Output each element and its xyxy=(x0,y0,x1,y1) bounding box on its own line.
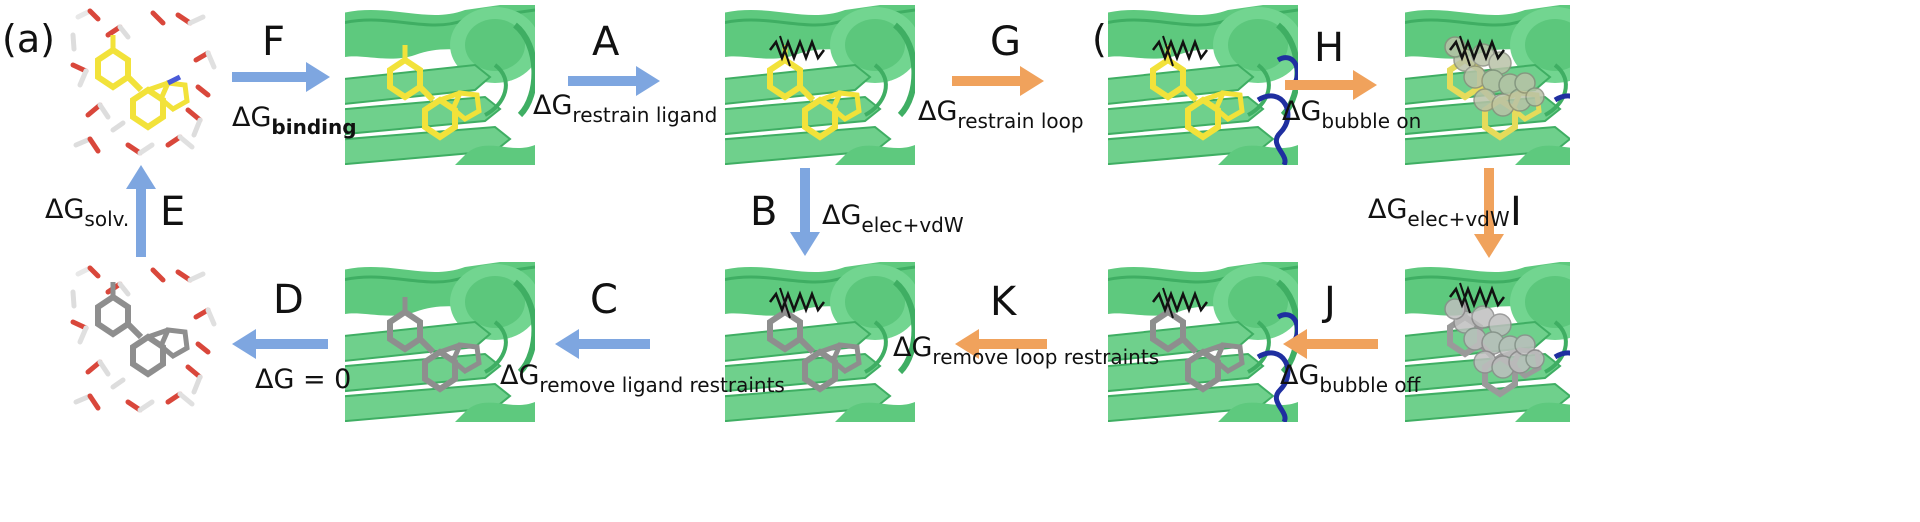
arrow-C xyxy=(555,329,650,359)
step-letter-G: G xyxy=(990,19,1021,65)
dg-label-F: ΔGbinding xyxy=(232,102,357,139)
arrow-B xyxy=(790,168,820,256)
dg-label-I: ΔGelec+vdW xyxy=(1368,194,1510,231)
dg-label-C: ΔGremove ligand restraints xyxy=(500,360,785,397)
arrow-F xyxy=(232,62,330,92)
arrow-A xyxy=(568,66,660,96)
arrow-K xyxy=(955,329,1047,359)
step-letter-D: D xyxy=(273,277,304,323)
arrow-E xyxy=(126,165,156,257)
protein-bubble-decoupled xyxy=(1405,262,1570,422)
panel-label-a: (a) xyxy=(2,17,55,61)
step-letter-J: J xyxy=(1324,279,1336,325)
step-letter-H: H xyxy=(1314,25,1345,71)
water-box-ligand-decoupled xyxy=(68,262,218,417)
dg-label-D: ΔG = 0 xyxy=(255,364,352,395)
protein-loop-restrained xyxy=(1108,5,1298,165)
dg-label-E: ΔGsolv. xyxy=(45,194,130,231)
step-letter-E: E xyxy=(160,189,186,235)
arrow-D xyxy=(232,329,328,359)
protein-complex-decoupled-restrained xyxy=(725,262,915,422)
step-letter-A: A xyxy=(592,19,620,65)
arrow-G xyxy=(952,66,1044,96)
dg-label-B: ΔGelec+vdW xyxy=(822,200,964,237)
protein-complex-bound xyxy=(345,5,535,165)
arrow-H xyxy=(1285,70,1377,100)
dg-label-K: ΔGremove loop restraints xyxy=(893,332,1160,369)
step-letter-K: K xyxy=(990,279,1017,325)
dg-label-G: ΔGrestrain loop xyxy=(918,96,1084,133)
step-letter-F: F xyxy=(262,19,286,65)
step-letter-I: I xyxy=(1510,189,1522,235)
water-box-ligand-bound xyxy=(68,5,218,160)
step-letter-B: B xyxy=(750,189,778,235)
dg-label-J: ΔGbubble off xyxy=(1280,360,1421,397)
dg-label-A: ΔGrestrain ligand xyxy=(533,90,718,127)
step-letter-C: C xyxy=(590,277,618,323)
protein-complex-restrained xyxy=(725,5,915,165)
arrow-J xyxy=(1283,329,1378,359)
protein-complex-decoupled-unrestrained xyxy=(345,262,535,422)
dg-label-H: ΔGbubble on xyxy=(1282,96,1422,133)
protein-bubble-on xyxy=(1405,5,1570,165)
arrow-I xyxy=(1474,168,1504,258)
